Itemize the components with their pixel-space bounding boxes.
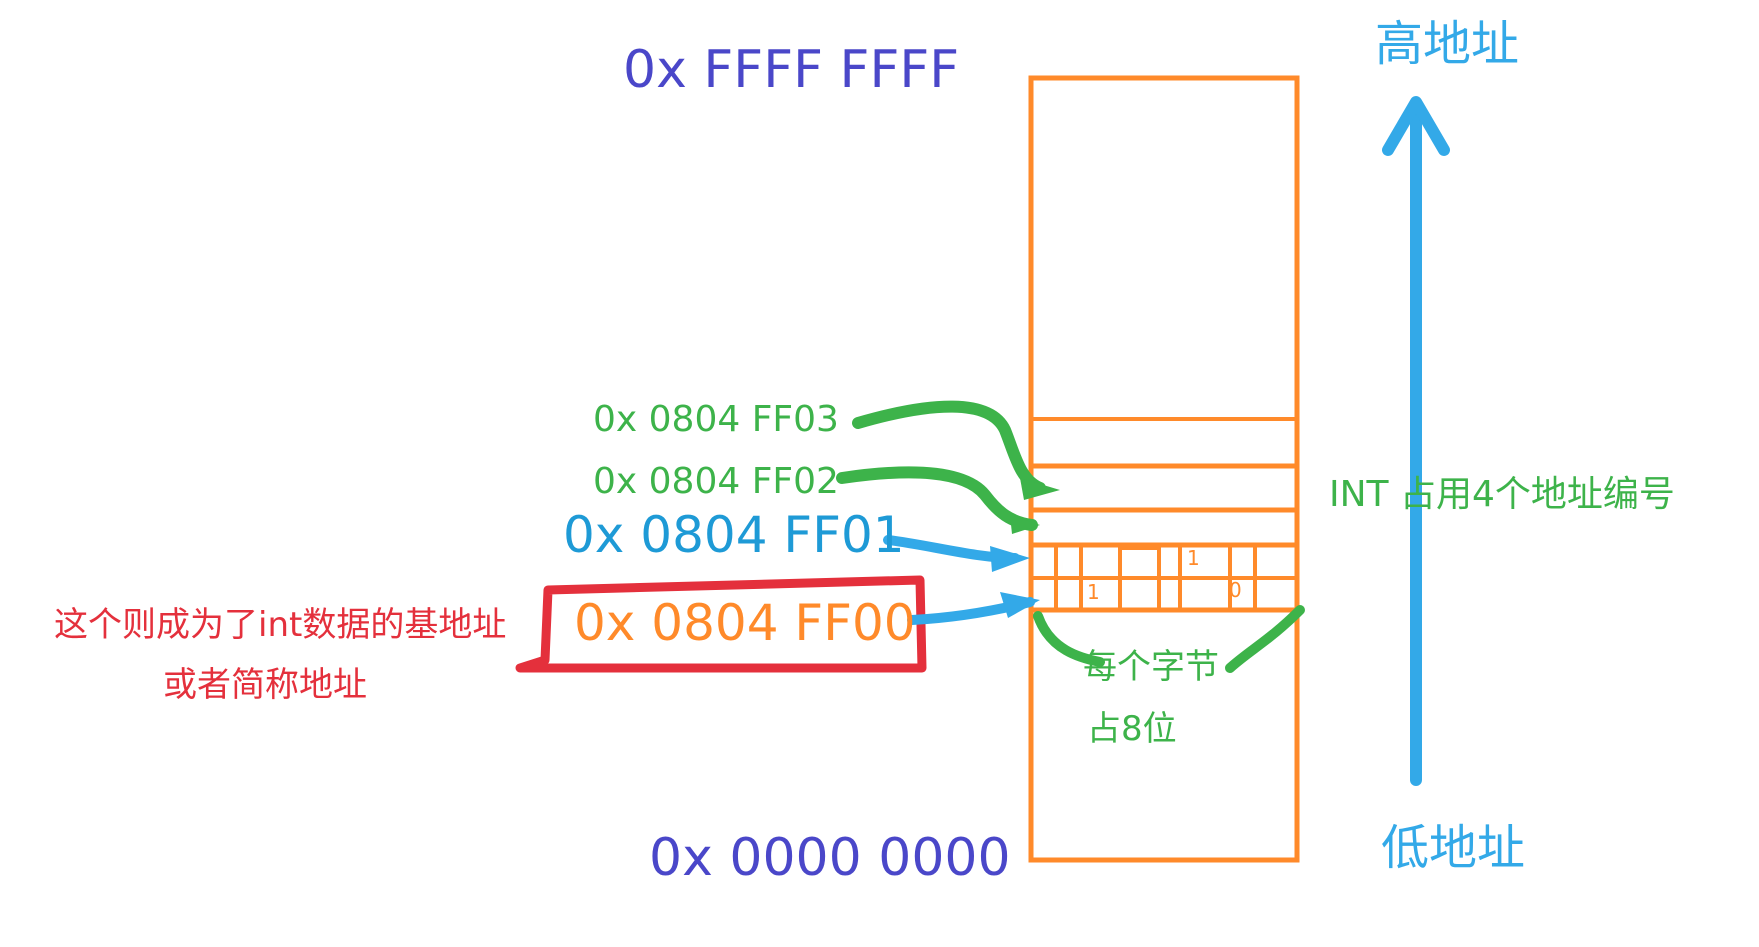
byte-brace: [1033, 605, 1305, 673]
base-address-highlight: [515, 575, 927, 673]
int-size-note: INT 占用4个地址编号: [1329, 474, 1675, 515]
memory-column: [1028, 75, 1300, 863]
address-direction-arrowhead: [1382, 96, 1450, 156]
arrowhead-ff03: [1020, 478, 1060, 500]
bits-note: 占8位: [1087, 709, 1177, 749]
max-address-label: 0x FFFF FFFF: [623, 40, 960, 100]
min-address-label: 0x 0000 0000: [649, 828, 1011, 888]
bit-value: 0: [1229, 578, 1242, 602]
address-ff02-label: 0x 0804 FF02: [593, 461, 839, 502]
high-address-label: 高地址: [1375, 16, 1520, 72]
bit-value: 1: [1087, 580, 1100, 604]
arrowhead-ff02: [1010, 515, 1040, 534]
byte-note: 每个字节: [1083, 647, 1219, 687]
arrow-ff02: [836, 466, 1038, 531]
green-arrows: [836, 400, 1046, 531]
address-ff03-label: 0x 0804 FF03: [593, 399, 839, 440]
bit-value: 1: [1187, 546, 1200, 570]
base-address-note: 这个则成为了int数据的基地址: [54, 605, 507, 645]
bit-grid: [1031, 545, 1297, 612]
short-address-note: 或者简称地址: [163, 665, 367, 705]
low-address-label: 低地址: [1381, 820, 1526, 876]
arrowhead-ff01: [990, 546, 1030, 572]
arrow-ff03: [852, 400, 1046, 494]
address-ff00-label: 0x 0804 FF00: [574, 594, 916, 652]
address-ff01-label: 0x 0804 FF01: [563, 506, 905, 564]
arrowhead-ff00: [1000, 592, 1040, 618]
